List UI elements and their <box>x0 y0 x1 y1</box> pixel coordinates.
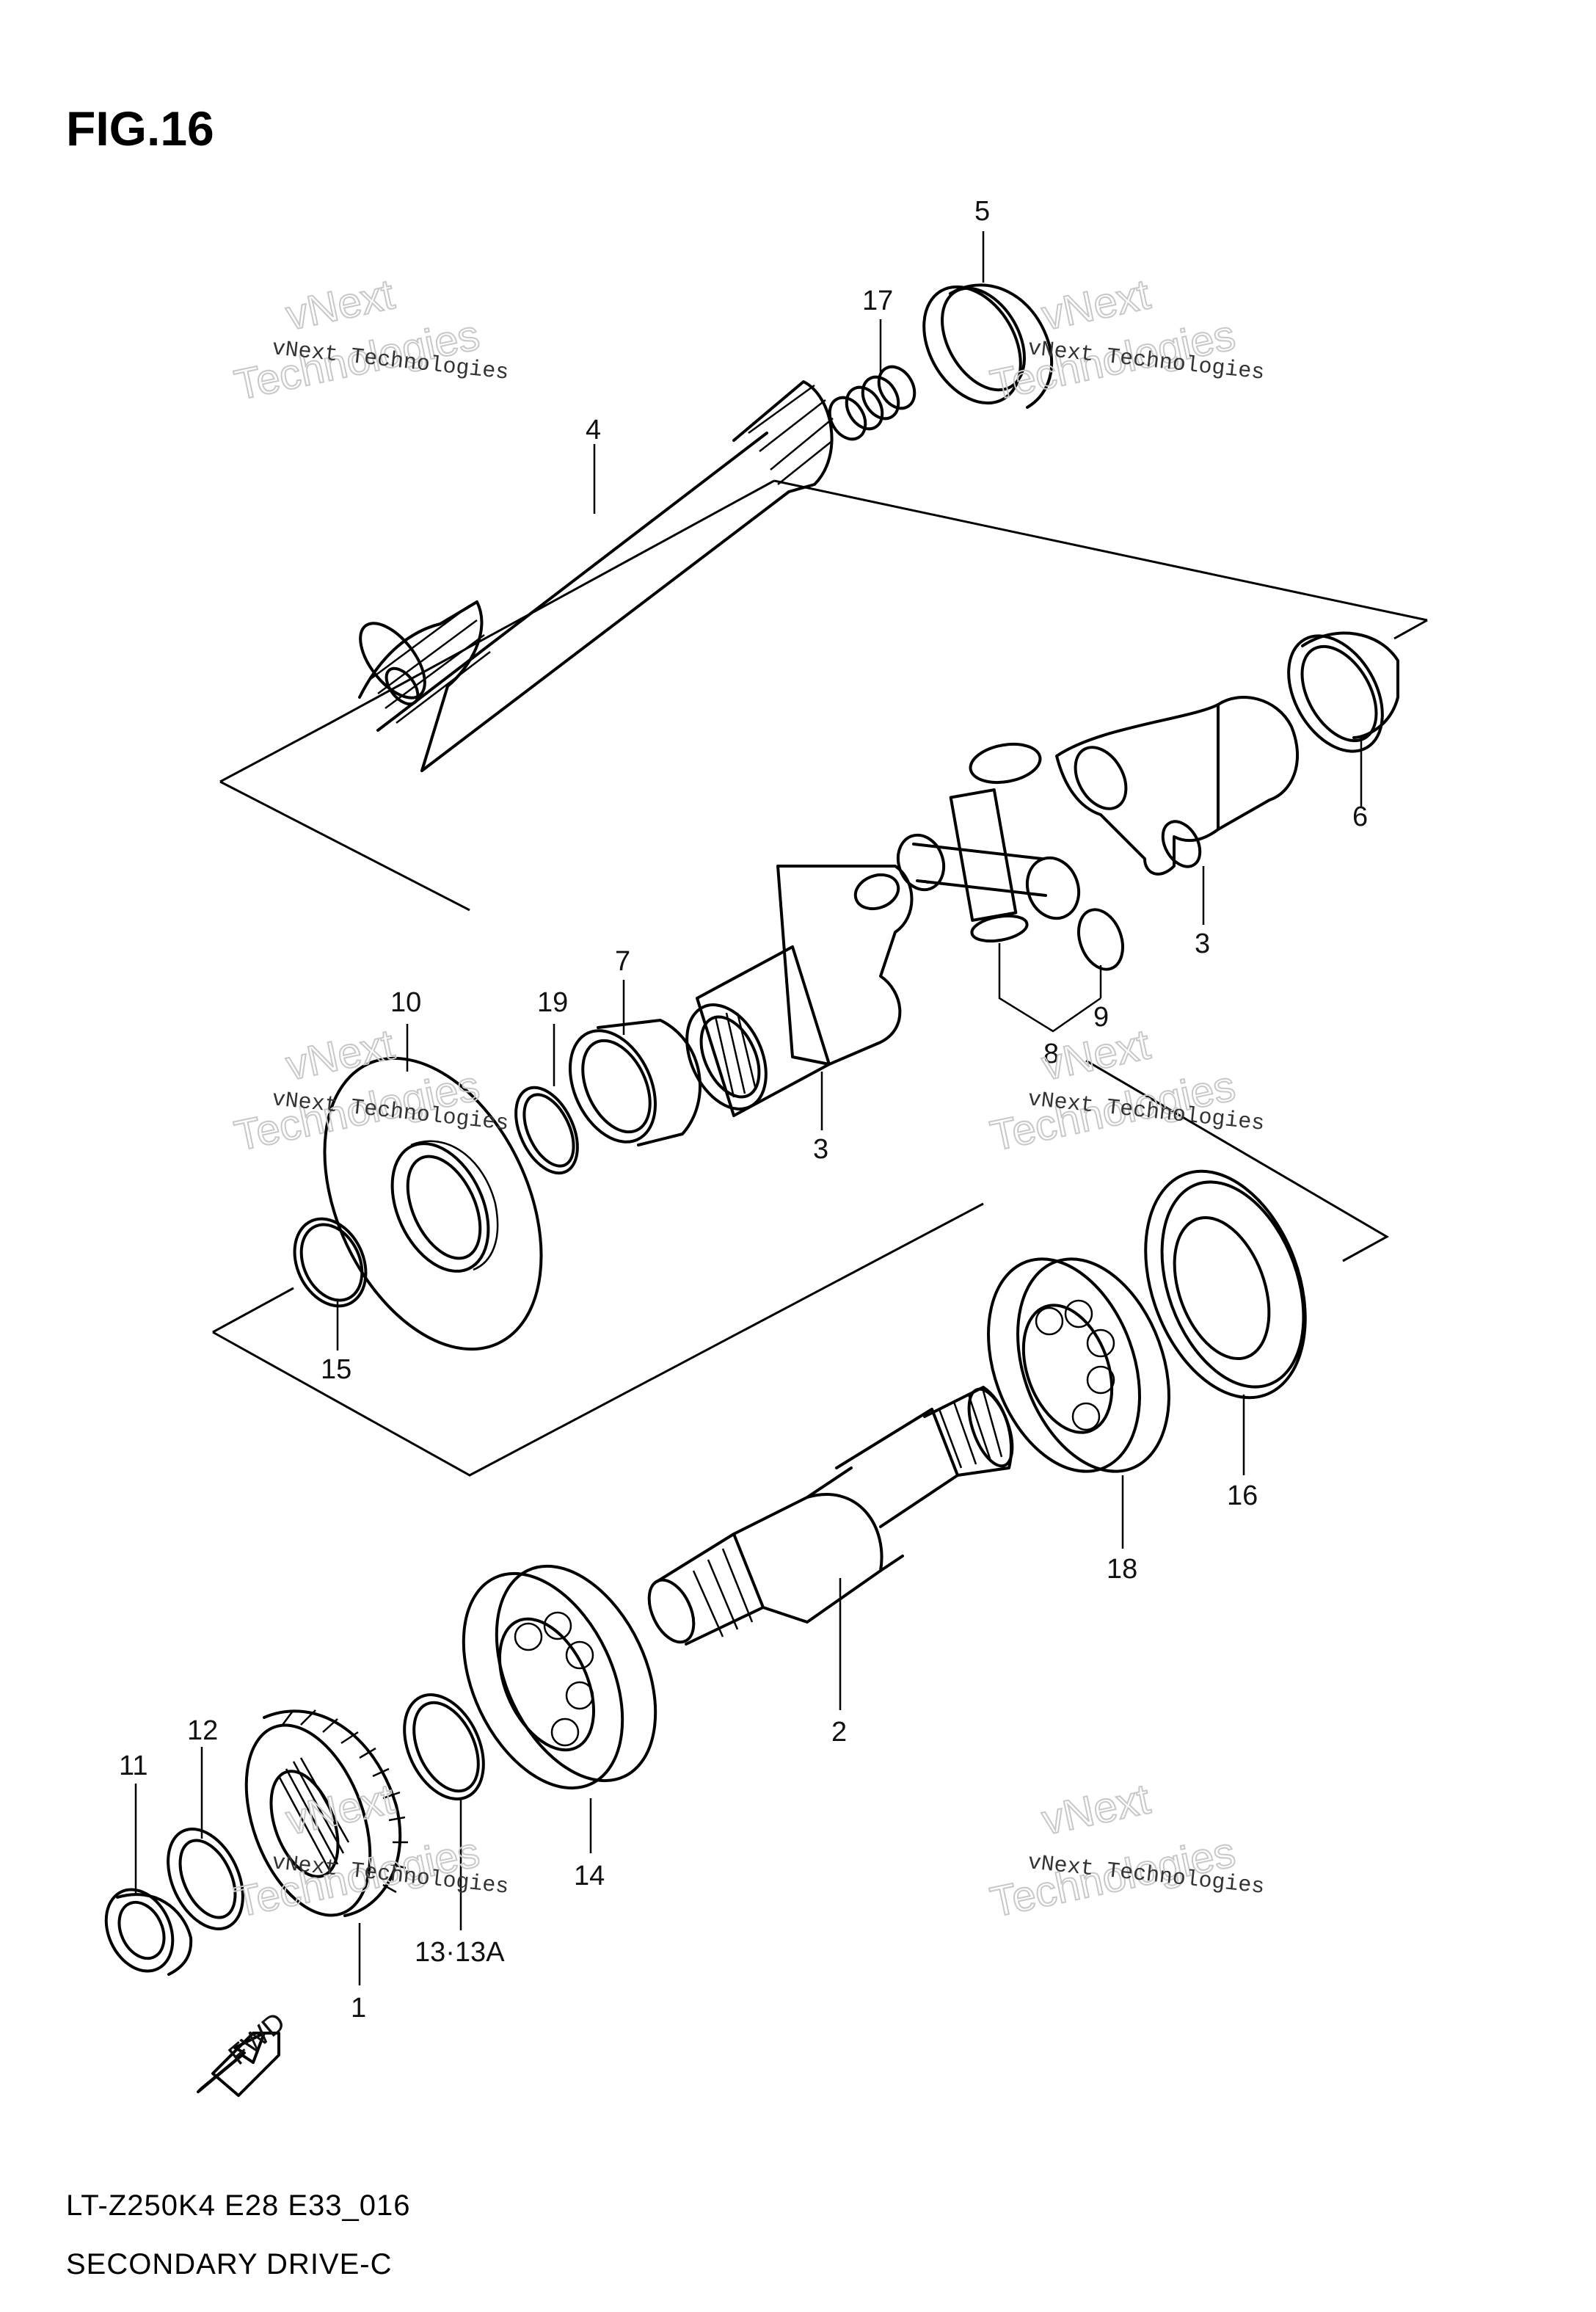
callout-7: 7 <box>615 946 630 977</box>
universal-joint-part-8 <box>896 743 1124 971</box>
callout-10: 10 <box>390 987 421 1018</box>
shim-part-13 <box>403 1693 485 1800</box>
bearing-part-14 <box>462 1564 657 1790</box>
callout-15: 15 <box>321 1354 351 1385</box>
svg-text:vNext: vNext <box>282 1775 398 1844</box>
oil-seal-part-16 <box>1144 1169 1307 1400</box>
watermark-top-right: vNext Technologies vNext Technologies <box>985 269 1266 410</box>
callout-6: 6 <box>1352 801 1368 832</box>
bevel-gear-part-1 <box>244 1709 408 1917</box>
bearing-part-18 <box>987 1257 1170 1473</box>
callout-4: 4 <box>586 415 601 446</box>
callout-14: 14 <box>574 1861 605 1891</box>
callout-9: 9 <box>1093 1002 1109 1033</box>
washer-part-12 <box>167 1828 244 1930</box>
callout-16: 16 <box>1227 1480 1258 1511</box>
callout-3-lower: 3 <box>813 1134 828 1165</box>
callout-2: 2 <box>831 1717 847 1748</box>
callout-19: 19 <box>537 987 568 1018</box>
secondary-shaft-part-2 <box>647 1386 1014 1646</box>
cover-part-6 <box>1287 631 1399 753</box>
section-name: SECONDARY DRIVE-C <box>66 2248 393 2280</box>
svg-text:vNext: vNext <box>1038 1775 1154 1844</box>
yoke-part-3-lower <box>685 865 914 1117</box>
callout-12: 12 <box>187 1715 218 1746</box>
watermark-bottom-right: vNext Technologies vNext Technologies <box>985 1774 1266 1927</box>
spring-part-17 <box>828 365 917 441</box>
boot-seal-part-5 <box>922 283 1054 409</box>
o-ring-part-15 <box>293 1217 368 1308</box>
callout-18: 18 <box>1107 1554 1137 1585</box>
callout-11: 11 <box>119 1751 147 1781</box>
svg-text:vNext: vNext <box>282 1020 398 1089</box>
bush-part-7 <box>568 1019 702 1146</box>
callout-labels: 5 17 4 6 3 9 8 3 10 19 7 15 16 18 2 12 1… <box>119 196 1368 2024</box>
callout-8: 8 <box>1043 1039 1059 1069</box>
svg-text:vNext: vNext <box>1038 270 1154 339</box>
circlip-part-19 <box>514 1086 579 1175</box>
lower-assembly-frame <box>212 1059 1390 1477</box>
svg-text:vNext: vNext <box>282 270 398 339</box>
callout-5: 5 <box>974 196 990 227</box>
svg-text:vNext: vNext <box>1038 1020 1154 1089</box>
watermark-middle-right: vNext Technologies vNext Technologies <box>985 1019 1266 1160</box>
model-code: LT-Z250K4 E28 E33_016 <box>66 2189 410 2222</box>
watermark-top-left: vNext Technologies vNext Technologies <box>230 269 510 410</box>
figure-title: FIG.16 <box>66 101 214 156</box>
nut-part-11 <box>104 1888 193 1976</box>
washer-plate-part-10 <box>323 1056 543 1351</box>
yoke-part-3-upper <box>1055 696 1299 876</box>
callout-1: 1 <box>351 1993 366 2024</box>
callout-3-upper: 3 <box>1195 928 1210 959</box>
leader-lines <box>134 231 1363 1985</box>
callout-17: 17 <box>862 286 893 316</box>
callout-13-13a: 13·13A <box>415 1937 505 1968</box>
watermark-middle-left: vNext Technologies vNext Technologies <box>230 1019 510 1160</box>
drive-shaft-part-4 <box>358 380 834 772</box>
forward-direction-arrow: FWD <box>197 2007 291 2097</box>
